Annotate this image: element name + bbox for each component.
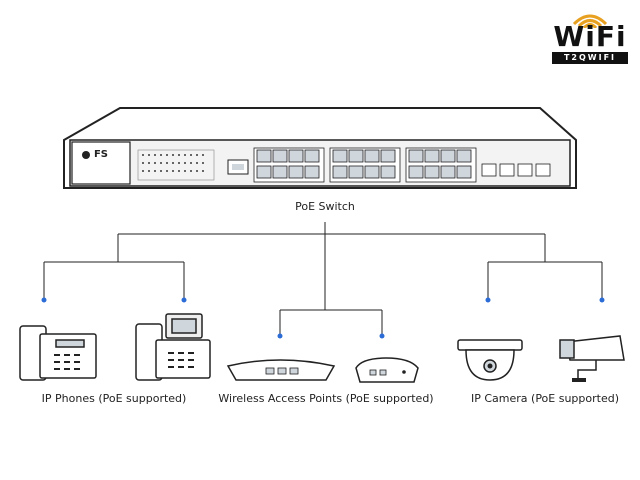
ip-phone-icon-1 [19, 325, 97, 381]
bullet-camera-icon [559, 335, 625, 382]
group-label-ip-phones: IP Phones (PoE supported) [41, 392, 187, 405]
group-label-ip-camera: IP Camera (PoE supported) [470, 392, 620, 405]
group-label-access-points: Wireless Access Points (PoE supported) [218, 392, 434, 405]
access-point-icon-2 [355, 357, 419, 383]
switch-label: PoE Switch [295, 200, 355, 213]
logo-subtitle: T2QWIFI [552, 52, 628, 64]
access-point-icon-1 [226, 359, 336, 381]
ip-phone-icon-2 [135, 313, 211, 381]
logo-brand: WiFi [553, 20, 627, 53]
port-block-1 [253, 147, 325, 183]
fs-logo-icon [82, 151, 90, 159]
connection-lines [43, 222, 603, 336]
sfp-ports [481, 163, 551, 177]
connection-dots [41, 297, 605, 339]
port-block-3 [405, 147, 477, 183]
wifi-signal-icon [572, 14, 608, 28]
vent-grid [137, 149, 215, 181]
dome-camera-icon [457, 339, 523, 381]
poe-switch [63, 107, 577, 189]
fs-brand-plate [71, 141, 131, 185]
switch-brand: FS [93, 149, 109, 160]
port-block-2 [329, 147, 401, 183]
t2qwifi-logo: WiFi T2QWIFI [548, 8, 632, 66]
